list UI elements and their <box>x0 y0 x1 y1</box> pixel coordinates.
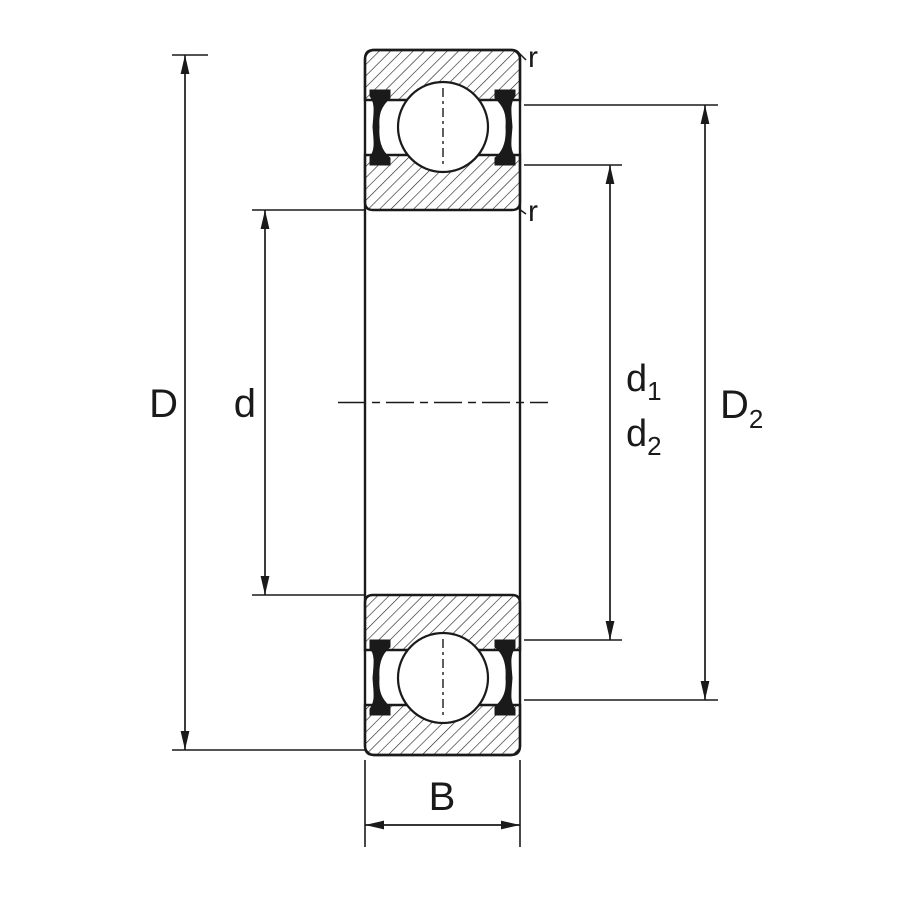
radius-callouts: r r <box>518 41 538 228</box>
dimension-d2-label: d2 <box>626 413 662 461</box>
dimension-B: B <box>364 760 521 847</box>
dimension-D2-label: D2 <box>720 383 763 434</box>
dimension-d1-label: d1 <box>626 358 662 406</box>
D2-subscript: 2 <box>749 404 763 434</box>
radius-inner-label: r <box>528 195 538 228</box>
dimension-d: d <box>234 209 365 596</box>
d1-base: d <box>626 358 647 400</box>
seal-top-right <box>494 89 516 166</box>
dimension-D-label: D <box>149 382 178 426</box>
seal-top-left <box>369 89 391 166</box>
ball-top <box>396 80 490 174</box>
radius-top-leader <box>518 52 527 61</box>
dimension-D: D <box>149 54 365 751</box>
dimension-B-label: B <box>429 775 456 819</box>
D2-base: D <box>720 383 749 427</box>
dimension-d1-d2: d1 d2 <box>524 164 662 641</box>
seal-bottom-left <box>369 639 391 716</box>
seal-bottom-right <box>494 639 516 716</box>
d1-subscript: 1 <box>647 376 661 406</box>
dimension-d-label: d <box>234 382 256 426</box>
dimension-D2: D2 <box>524 104 763 701</box>
ball-bottom <box>396 631 490 725</box>
d2-base: d <box>626 413 647 455</box>
radius-top-label: r <box>528 41 538 74</box>
radius-inner-leader <box>518 208 527 215</box>
bearing-silhouette <box>363 48 522 757</box>
d2-subscript: 2 <box>647 431 661 461</box>
